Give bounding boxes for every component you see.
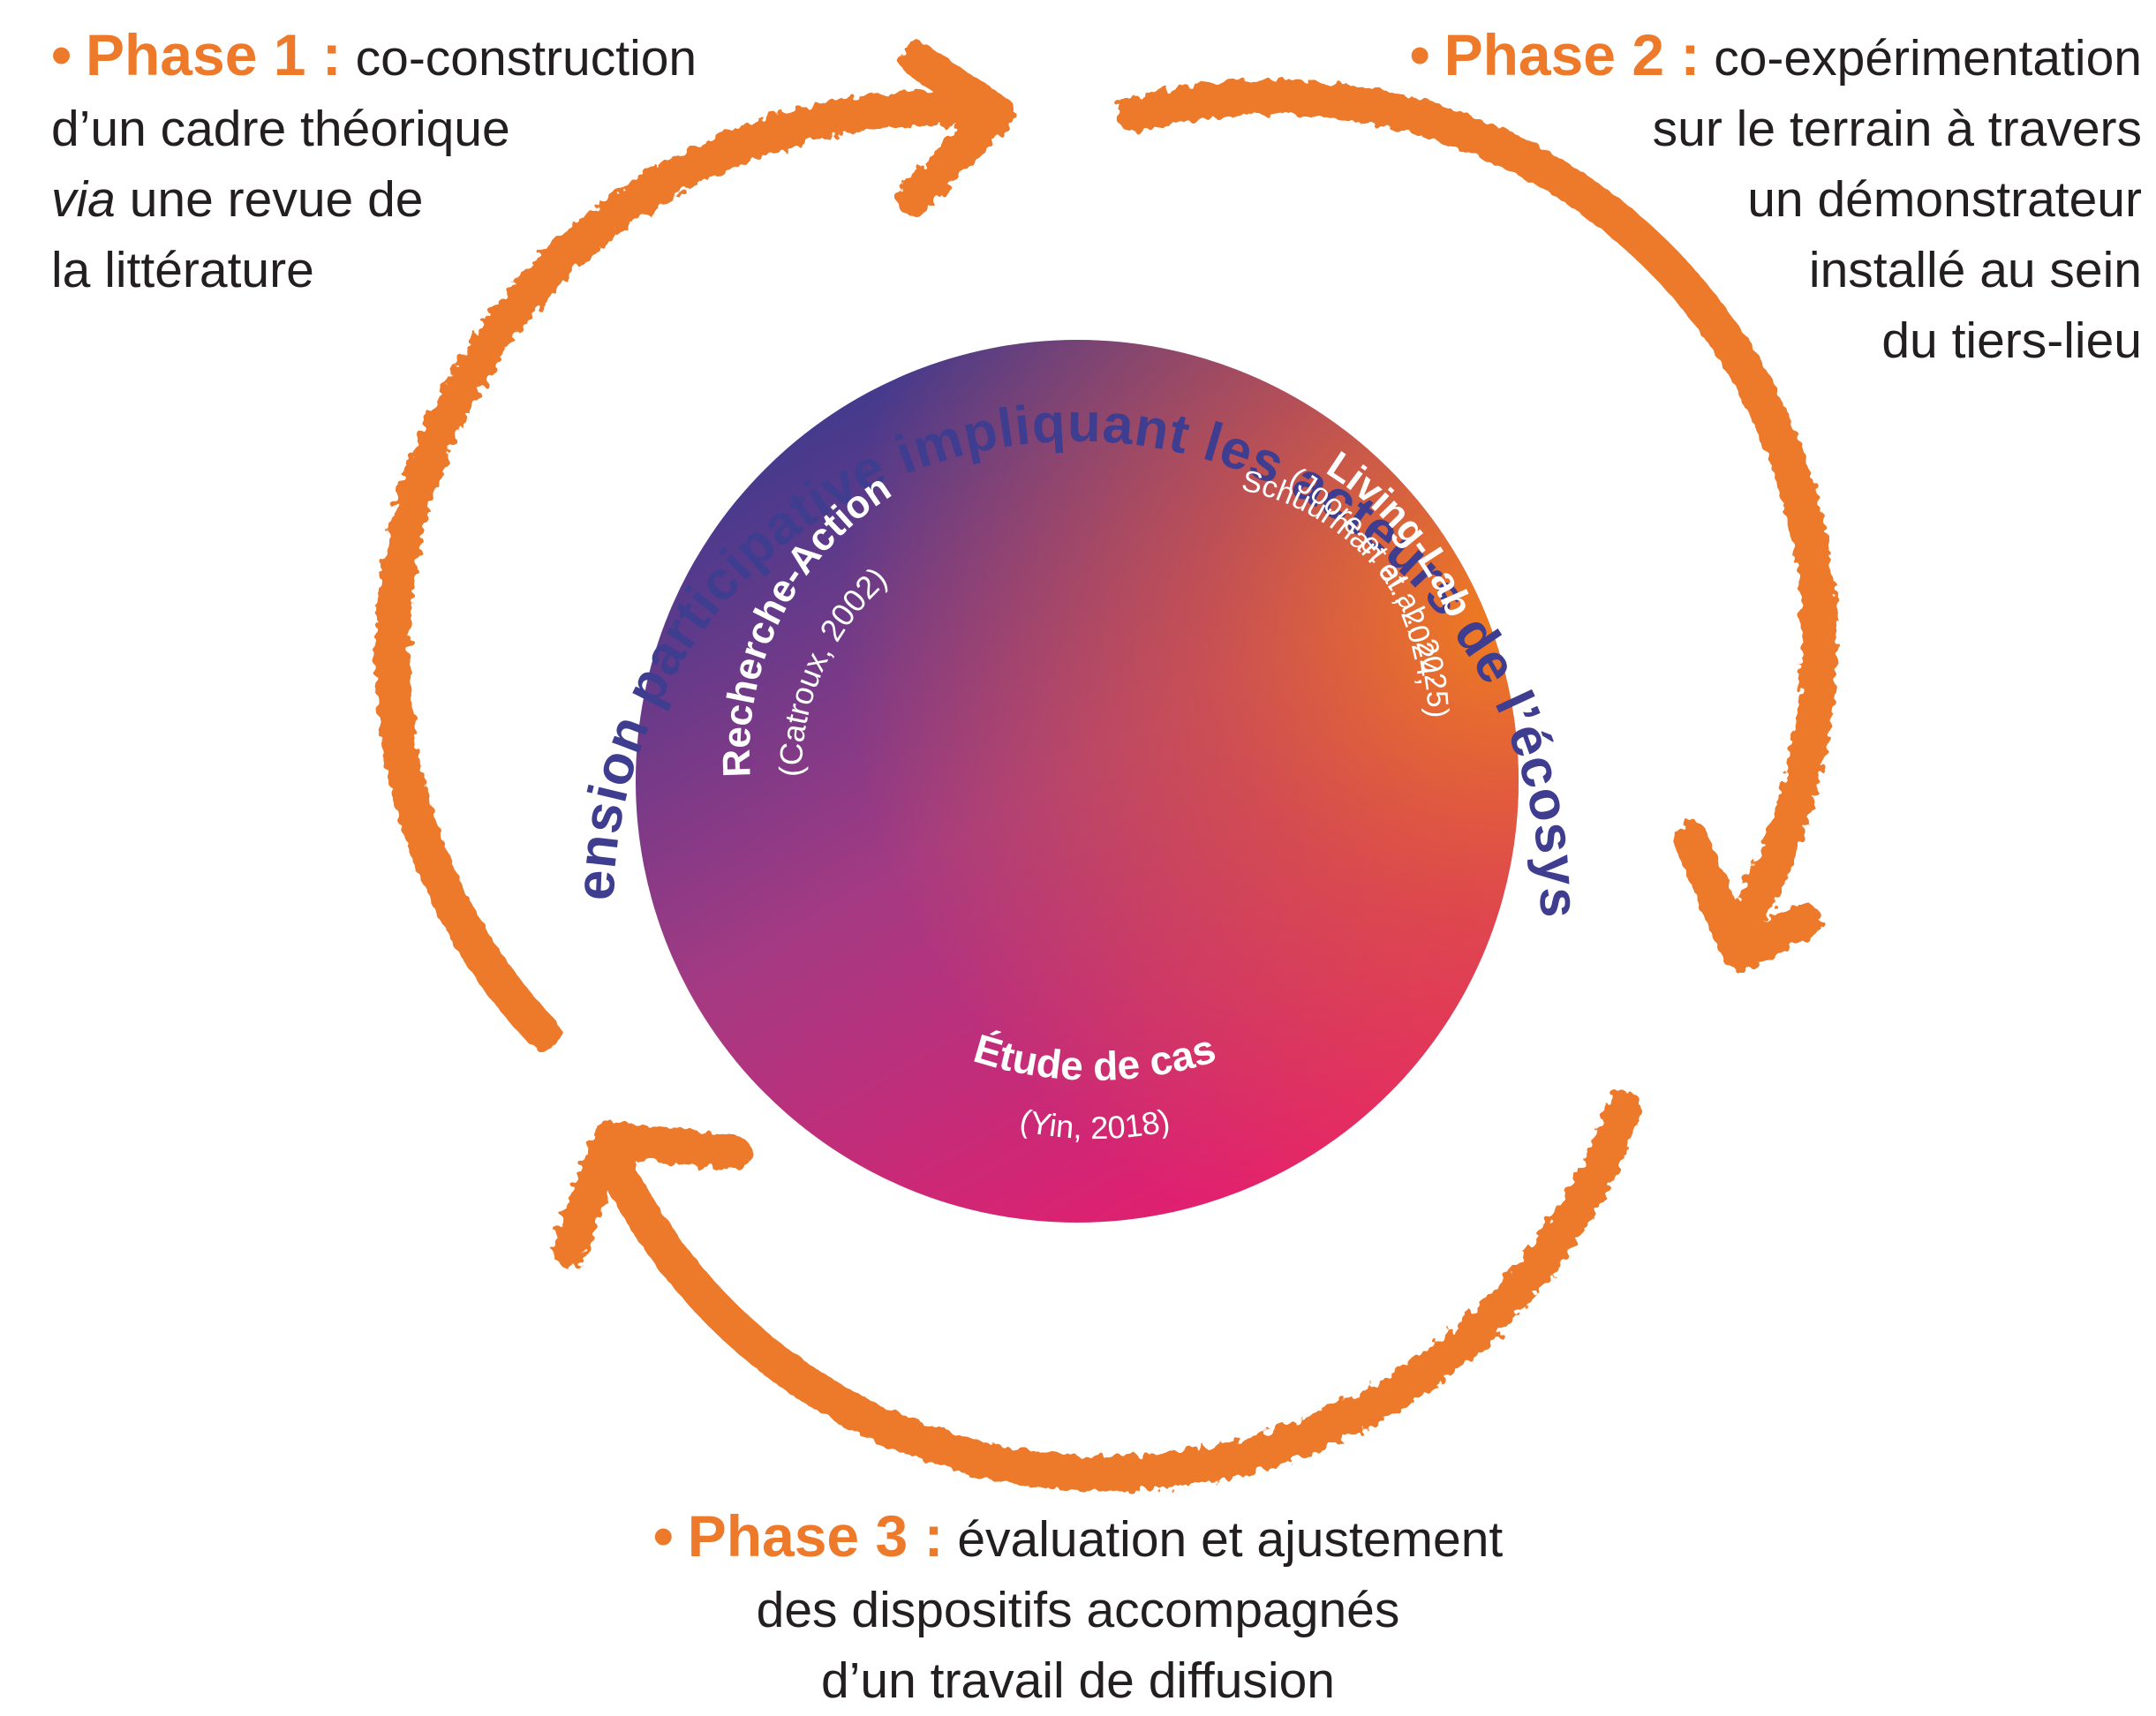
cycle-arrows bbox=[374, 42, 1837, 1492]
phase-3-label: • Phase 3 : évaluation et ajustement des… bbox=[0, 1501, 2156, 1716]
methods-disc bbox=[636, 340, 1519, 1223]
phase-1-title: Phase 1 : bbox=[85, 22, 342, 87]
arrow-head-3 bbox=[552, 1121, 750, 1267]
phase-3-bullet: • bbox=[652, 1503, 674, 1569]
phase-2-line-5: du tiers-lieu bbox=[1881, 312, 2142, 369]
phase-2-title: Phase 2 : bbox=[1444, 22, 1700, 87]
phase-3-line-1: évaluation et ajustement bbox=[957, 1511, 1504, 1568]
phase-3-line-3: d’un travail de diffusion bbox=[821, 1652, 1335, 1709]
arrow-head-2 bbox=[1673, 821, 1823, 971]
phase-2-line-4: installé au sein bbox=[1808, 242, 2142, 298]
arrow-phase-1-to-2 bbox=[374, 90, 1006, 1050]
arrow-phase-3-to-1 bbox=[592, 1090, 1642, 1492]
phase-2-line-3: un démonstrateur bbox=[1747, 171, 2142, 228]
phase-1-line-4: la littérature bbox=[51, 242, 314, 298]
phase-2-bullet: • bbox=[1409, 22, 1430, 87]
phase-2-line-2: sur le terrain à travers bbox=[1652, 101, 2142, 157]
phase-1-line-3-italic: via bbox=[51, 171, 116, 228]
phase-1-line-2: d’un cadre théorique bbox=[51, 101, 510, 157]
phase-1-label: • Phase 1 : co-construction d’un cadre t… bbox=[51, 19, 697, 305]
phase-3-title: Phase 3 : bbox=[687, 1503, 944, 1569]
phase-1-bullet: • bbox=[51, 22, 72, 87]
phase-2-line-1: co-expérimentation bbox=[1714, 30, 2142, 87]
phase-3-line-2: des dispositifs accompagnés bbox=[756, 1582, 1400, 1638]
phase-1-line-3-rest: une revue de bbox=[115, 171, 424, 228]
phase-1-line-1: co-construction bbox=[355, 30, 697, 87]
arrow-head-1 bbox=[896, 42, 1015, 216]
phase-2-label: • Phase 2 : co-expérimentation sur le te… bbox=[1410, 19, 2142, 376]
arrow-phase-2-to-3 bbox=[1117, 79, 1837, 940]
